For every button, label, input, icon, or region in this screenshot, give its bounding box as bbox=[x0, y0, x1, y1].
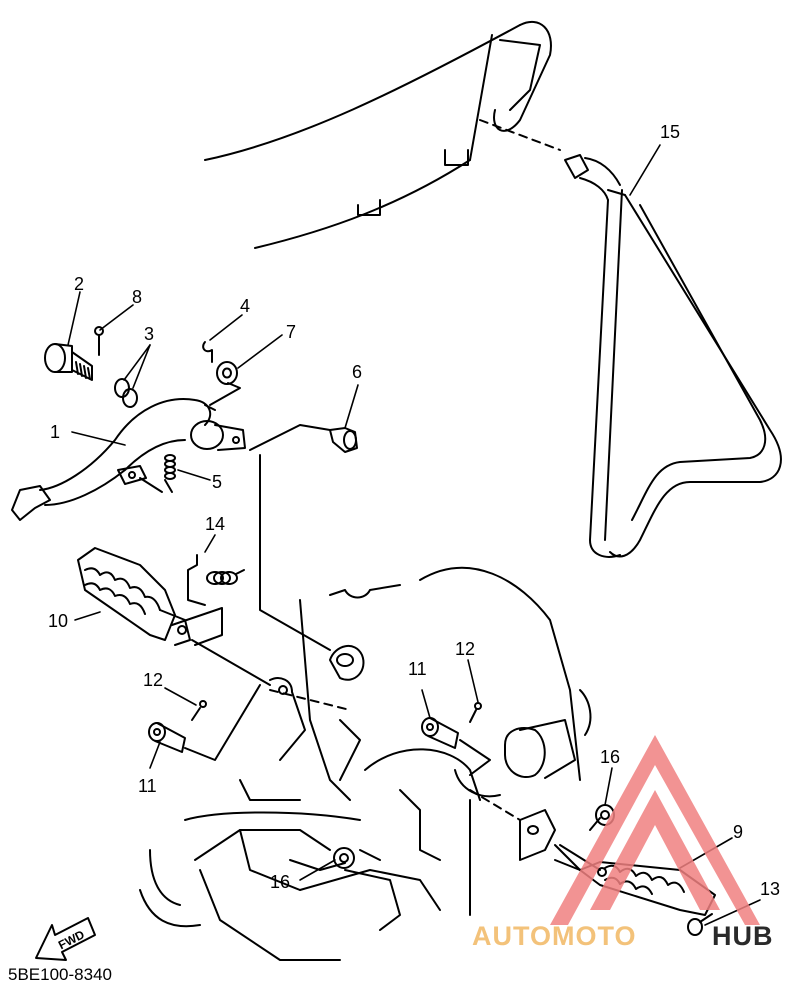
cotter-pin-part-13 bbox=[687, 913, 713, 936]
washer-part-7 bbox=[209, 361, 241, 406]
assembly-leader-lines bbox=[184, 639, 601, 871]
callout-10: 10 bbox=[48, 611, 68, 631]
brake-pedal-part-1 bbox=[11, 398, 246, 521]
cotter-pin-part-12-left bbox=[191, 700, 207, 721]
cotter-pin-part-4 bbox=[202, 341, 213, 363]
callout-14: 14 bbox=[205, 514, 225, 534]
rear-stand-part-15 bbox=[564, 154, 782, 558]
o-rings-part-3 bbox=[114, 378, 138, 408]
watermark-text-hub: HUB bbox=[712, 921, 774, 951]
pin-part-6 bbox=[249, 424, 358, 453]
watermark-triangle-logo bbox=[550, 735, 760, 925]
callout-5: 5 bbox=[212, 472, 222, 492]
callout-3: 3 bbox=[144, 324, 154, 344]
watermark-text-automoto: AUTOMOTO bbox=[472, 921, 637, 951]
return-spring-part-5 bbox=[139, 454, 176, 493]
cotter-pin-part-12-right bbox=[469, 702, 482, 723]
pivot-bolt-part-2 bbox=[44, 343, 93, 381]
callout-6: 6 bbox=[352, 362, 362, 382]
callout-2: 2 bbox=[74, 274, 84, 294]
callout-7: 7 bbox=[286, 322, 296, 342]
rear-frame-outline bbox=[204, 20, 561, 249]
callout-15: 15 bbox=[660, 122, 680, 142]
fwd-arrow: FWD bbox=[35, 917, 96, 961]
footrest-pin-part-11-left bbox=[148, 722, 186, 753]
left-footrest-part-10 bbox=[77, 547, 223, 646]
callout-1: 1 bbox=[50, 422, 60, 442]
callout-8: 8 bbox=[132, 287, 142, 307]
clip-part-8 bbox=[94, 326, 104, 356]
callout-9: 9 bbox=[733, 822, 743, 842]
diagram-reference-code: 5BE100-8340 bbox=[8, 965, 112, 984]
automotohub-watermark: AUTOMOTO HUB bbox=[472, 735, 774, 951]
footrest-spring-part-14 bbox=[187, 554, 245, 606]
callout-numbers: 1 2 3 4 5 6 7 8 9 10 11 11 12 12 13 14 1… bbox=[48, 122, 780, 899]
callout-12-left: 12 bbox=[143, 670, 163, 690]
callout-leaders bbox=[67, 144, 761, 926]
collar-part-16-left bbox=[333, 847, 355, 869]
callout-16-left: 16 bbox=[270, 872, 290, 892]
footrest-pin-part-11-right bbox=[421, 717, 459, 749]
callout-13: 13 bbox=[760, 879, 780, 899]
callout-12-right: 12 bbox=[455, 639, 475, 659]
callout-11-right: 11 bbox=[408, 659, 427, 679]
callout-16-right: 16 bbox=[600, 747, 620, 767]
callout-4: 4 bbox=[240, 296, 250, 316]
callout-11-left: 11 bbox=[138, 776, 157, 796]
